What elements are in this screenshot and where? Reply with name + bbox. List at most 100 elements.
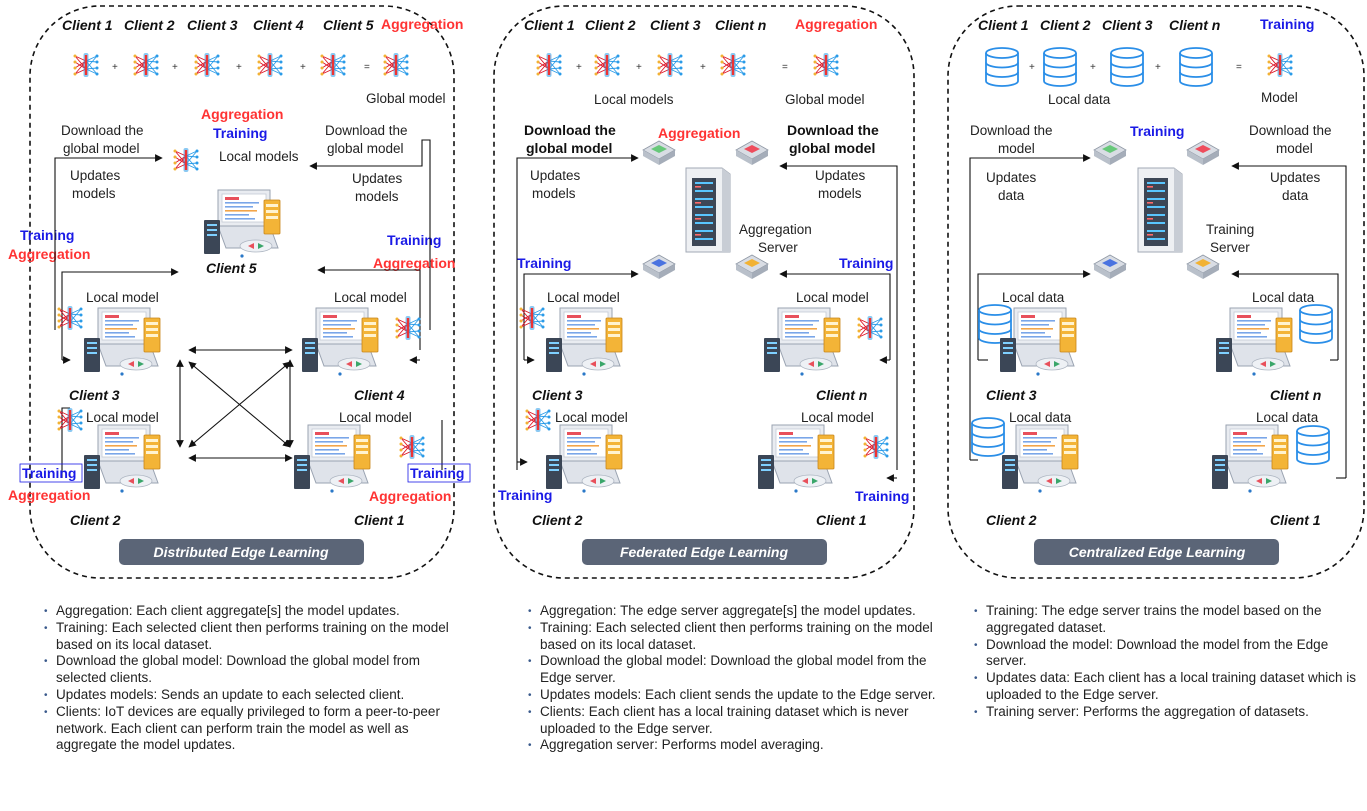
svg-text:+: + bbox=[172, 62, 178, 73]
top-client-label: Client 5 bbox=[323, 17, 374, 33]
side-aggregation-label: Aggregation bbox=[373, 255, 455, 271]
svg-text:=: = bbox=[364, 62, 370, 73]
top-client-label: Client n bbox=[1169, 17, 1220, 33]
description-item: Clients: Each client has a local trainin… bbox=[528, 704, 946, 738]
local-model-label: Local model bbox=[86, 290, 159, 305]
neural-network-icon bbox=[194, 52, 220, 78]
updates-label-right: Updates bbox=[352, 171, 403, 186]
description-distributed: Aggregation: Each client aggregate[s] th… bbox=[42, 603, 462, 754]
updates-label-left: Updates bbox=[986, 170, 1037, 185]
local-data-label: Local data bbox=[1252, 290, 1315, 305]
neural-network-icon bbox=[813, 52, 839, 78]
description-item: Updates models: Sends an update to each … bbox=[44, 687, 462, 705]
top-client-label: Client 1 bbox=[524, 17, 575, 33]
neural-network-icon bbox=[173, 147, 199, 173]
client-label: Client 2 bbox=[70, 512, 121, 528]
top-client-label: Client n bbox=[715, 17, 766, 33]
client-label: Client 4 bbox=[354, 387, 405, 403]
download-label-left: Download the bbox=[970, 123, 1053, 138]
neural-network-icon bbox=[594, 52, 620, 78]
side-training-label: Training bbox=[20, 227, 74, 243]
description-item: Download the global model: Download the … bbox=[528, 653, 946, 687]
data-sum-row: + + + = bbox=[985, 47, 1293, 87]
local-data-label: Local data bbox=[1256, 410, 1319, 425]
laptop-client-icon bbox=[1211, 424, 1289, 494]
description-item: Training: Each selected client then perf… bbox=[528, 620, 946, 654]
download-label-right: global model bbox=[789, 140, 875, 156]
client-label: Client 3 bbox=[986, 387, 1037, 403]
updates-label-left: data bbox=[998, 188, 1025, 203]
local-data-label: Local data bbox=[1009, 410, 1072, 425]
description-item: Training server: Performs the aggregatio… bbox=[974, 704, 1367, 722]
panel-banner bbox=[582, 539, 827, 565]
neural-network-icon bbox=[536, 52, 562, 78]
download-label-left: model bbox=[998, 141, 1035, 156]
svg-text:+: + bbox=[1155, 62, 1161, 73]
svg-text:+: + bbox=[1029, 62, 1035, 73]
server-rack-icon bbox=[685, 167, 731, 253]
client-label: Client 1 bbox=[354, 512, 405, 528]
side-training-label: Training bbox=[22, 465, 76, 481]
download-label-left: global model bbox=[63, 141, 140, 156]
global-model-label: Global model bbox=[366, 91, 446, 106]
description-item: Download the global model: Download the … bbox=[44, 653, 462, 687]
laptop-client-icon bbox=[83, 424, 161, 494]
neural-network-icon bbox=[657, 52, 683, 78]
client-label: Client 1 bbox=[816, 512, 867, 528]
neural-network-icon bbox=[57, 305, 83, 331]
local-model-label: Local model bbox=[547, 290, 620, 305]
local-model-label: Local model bbox=[334, 290, 407, 305]
local-models-label: Local models bbox=[594, 92, 674, 107]
database-icon bbox=[1299, 304, 1333, 344]
top-client-label: Client 3 bbox=[1102, 17, 1153, 33]
laptop-client-icon bbox=[763, 307, 841, 377]
download-label-right: Download the bbox=[787, 122, 879, 138]
top-client-label: Client 2 bbox=[1040, 17, 1091, 33]
download-label-left: global model bbox=[526, 140, 612, 156]
local-data-label: Local data bbox=[1048, 92, 1111, 107]
download-label-right: model bbox=[1276, 141, 1313, 156]
laptop-client-icon bbox=[545, 424, 623, 494]
local-model-label: Local model bbox=[555, 410, 628, 425]
neural-network-icon bbox=[519, 305, 545, 331]
laptop-client-icon bbox=[545, 307, 623, 377]
description-centralized: Training: The edge server trains the mod… bbox=[972, 603, 1367, 721]
neural-network-icon bbox=[57, 407, 83, 433]
description-item: Aggregation server: Performs model avera… bbox=[528, 737, 946, 755]
svg-text:+: + bbox=[112, 62, 118, 73]
description-item: Training: Each selected client then perf… bbox=[44, 620, 462, 654]
database-icon bbox=[971, 417, 1005, 457]
top-client-label: Client 3 bbox=[650, 17, 701, 33]
side-training-label: Training bbox=[498, 487, 552, 503]
description-item: Aggregation: The edge server aggregate[s… bbox=[528, 603, 946, 621]
neural-network-icon bbox=[73, 52, 99, 78]
description-item: Updates models: Each client sends the up… bbox=[528, 687, 946, 705]
center-training-label: Training bbox=[213, 125, 267, 141]
global-model-label: Global model bbox=[785, 92, 865, 107]
server-label: Server bbox=[1210, 240, 1250, 255]
top-client-label: Client 1 bbox=[978, 17, 1029, 33]
local-model-label: Local model bbox=[339, 410, 412, 425]
updates-label-left: Updates bbox=[530, 168, 581, 183]
router-node-icon bbox=[642, 254, 676, 280]
router-node-icon bbox=[642, 140, 676, 166]
top-client-label: Client 2 bbox=[124, 17, 175, 33]
svg-text:+: + bbox=[1090, 62, 1096, 73]
laptop-client-icon bbox=[83, 307, 161, 377]
local-data-label: Local data bbox=[1002, 290, 1065, 305]
panel-banner-title: Federated Edge Learning bbox=[620, 544, 788, 560]
neural-network-icon bbox=[863, 434, 889, 460]
top-client-label: Client 2 bbox=[585, 17, 636, 33]
updates-label-right: Updates bbox=[1270, 170, 1321, 185]
download-label-right: Download the bbox=[1249, 123, 1332, 138]
server-label: Training bbox=[1206, 222, 1254, 237]
local-model-label: Local model bbox=[801, 410, 874, 425]
download-label-left: Download the bbox=[524, 122, 616, 138]
description-item: Aggregation: Each client aggregate[s] th… bbox=[44, 603, 462, 621]
neural-network-icon bbox=[1267, 52, 1293, 78]
database-icon bbox=[1296, 425, 1330, 465]
side-aggregation-label: Aggregation bbox=[8, 487, 90, 503]
center-training-label: Training bbox=[1130, 123, 1184, 139]
neural-network-icon bbox=[257, 52, 283, 78]
client-label: Client 5 bbox=[206, 260, 257, 276]
